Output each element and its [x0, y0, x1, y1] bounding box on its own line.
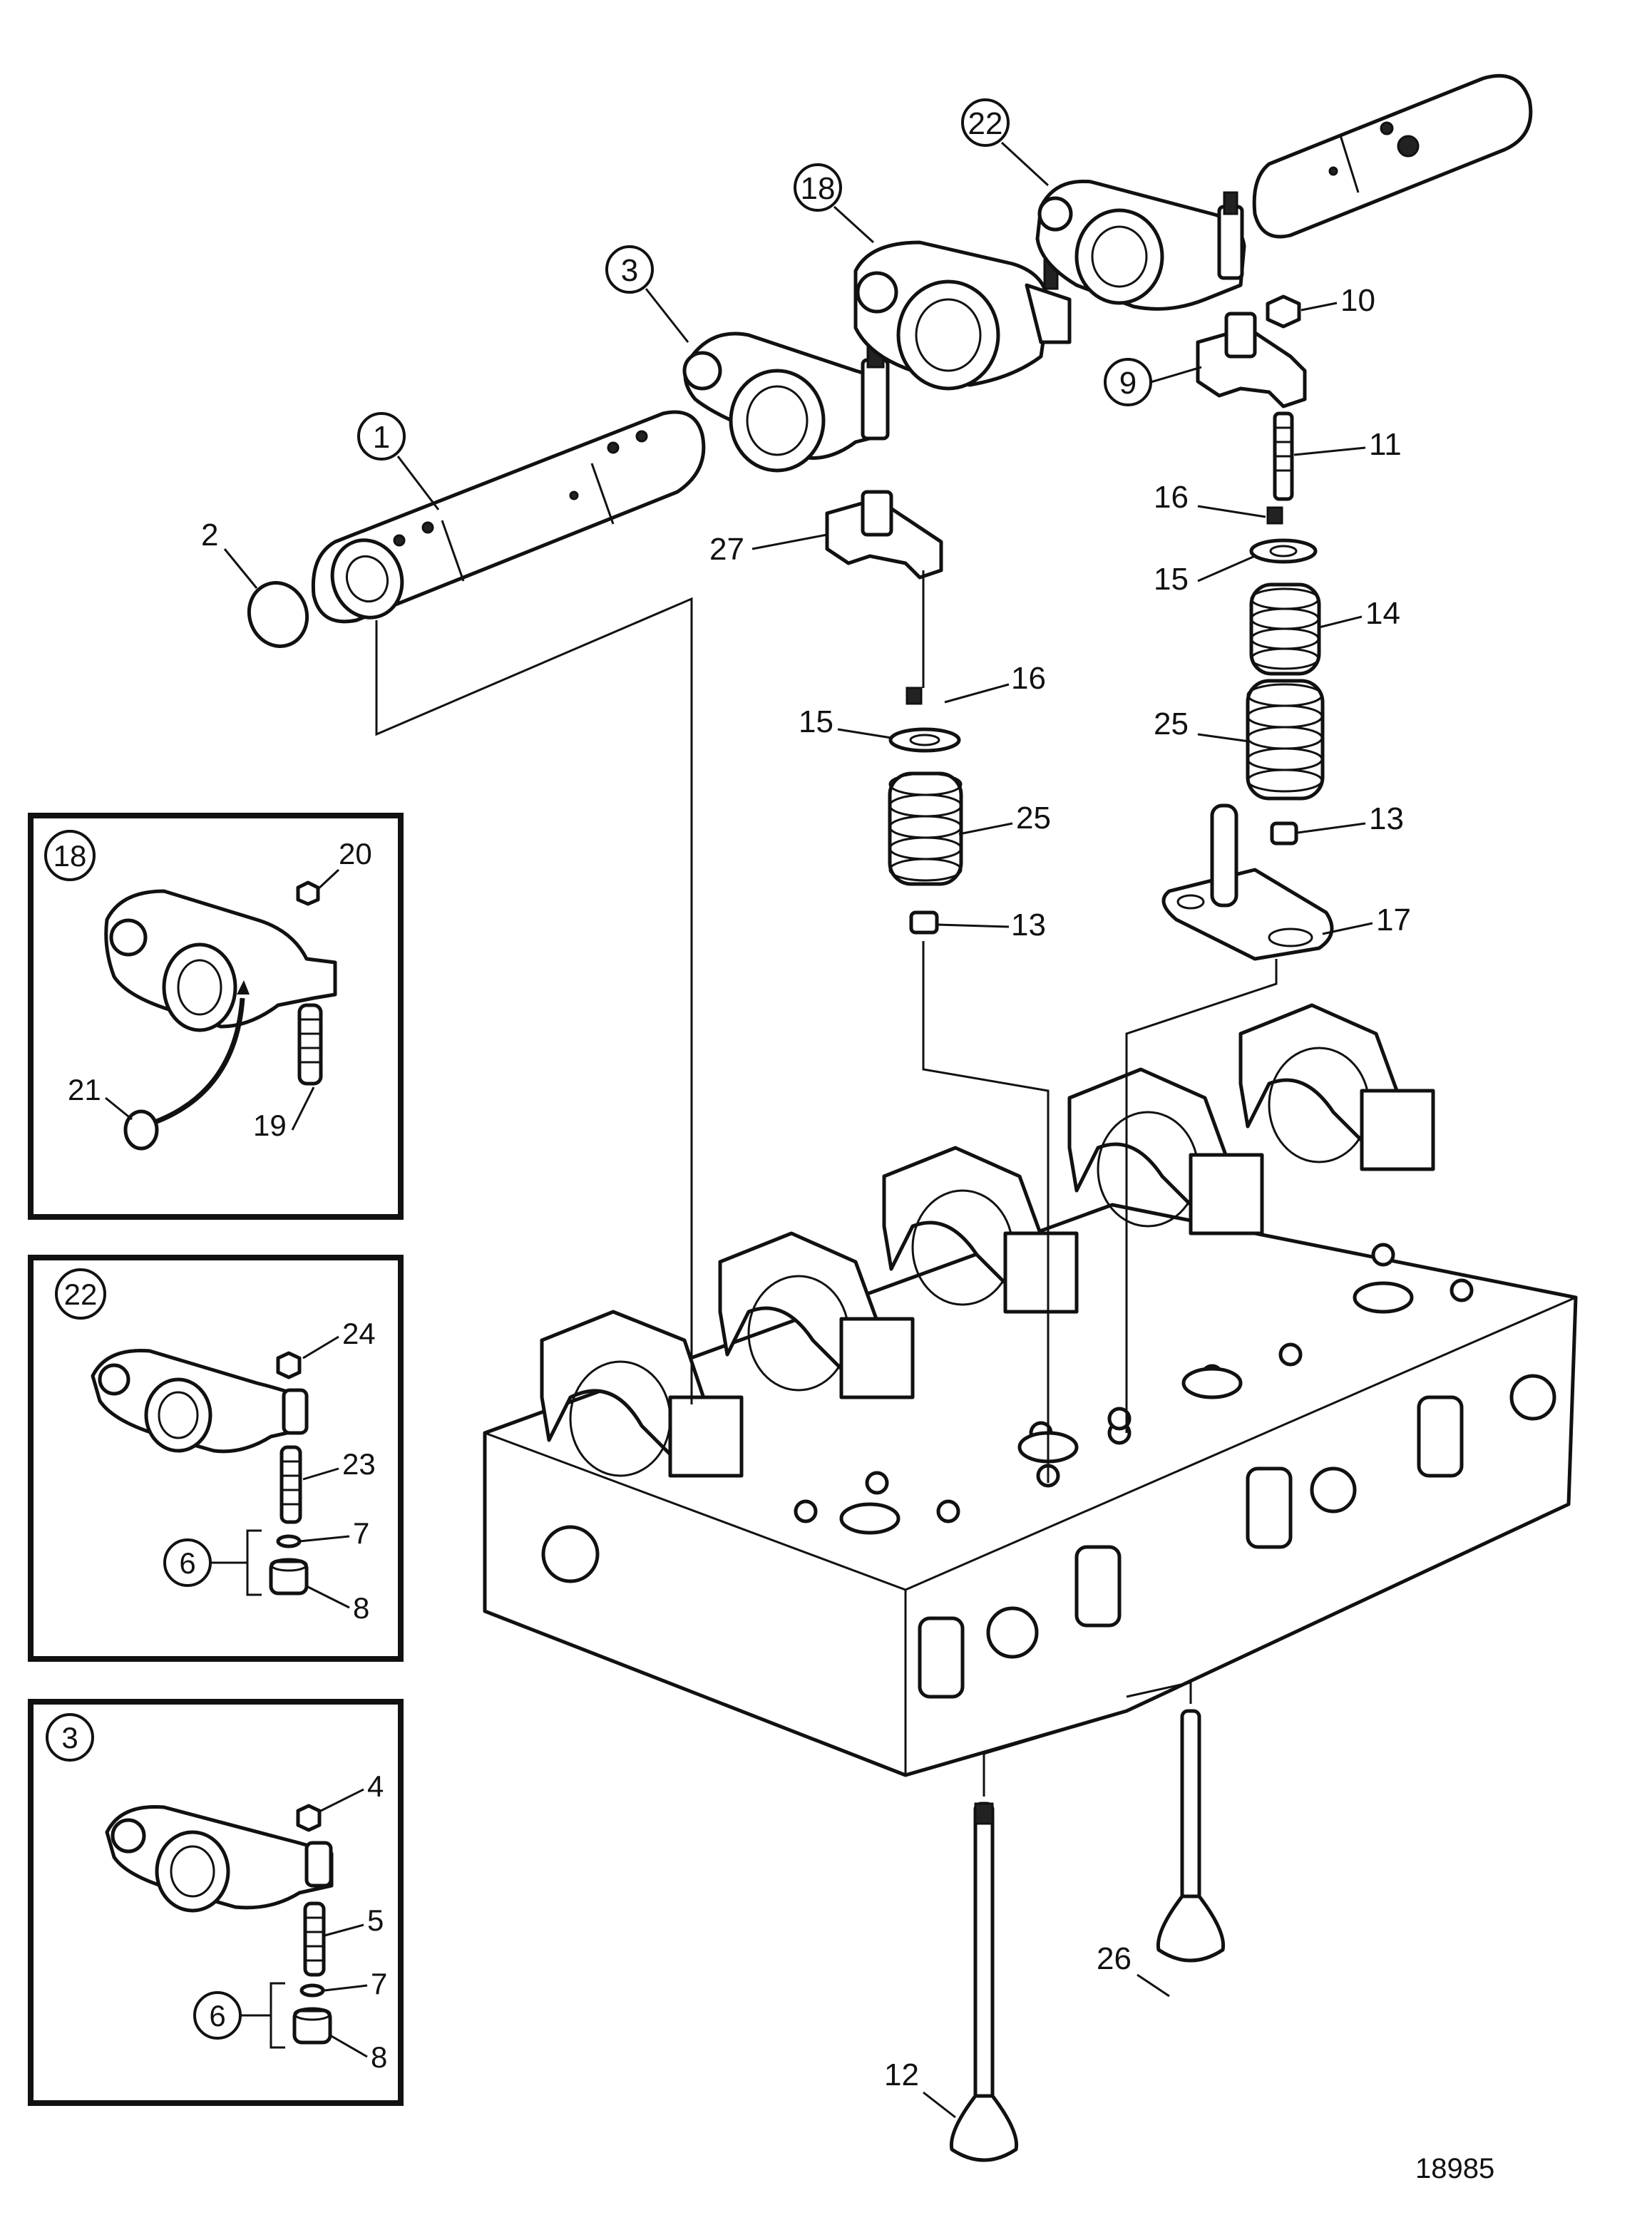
rocker-arm-part-18	[853, 240, 1072, 391]
inset-panel-22: 22 24 23 6 7 8	[28, 1255, 404, 1662]
inset-18-title-circle	[44, 830, 96, 881]
inset-22-label-24: 24	[342, 1317, 376, 1350]
inset-panel-3: 3 4 5 6 7 8	[28, 1699, 404, 2106]
adjusting-screw-part-23	[279, 1445, 302, 1524]
inset-3-label-8: 8	[371, 2040, 387, 2074]
inset-22-label-6: 6	[179, 1546, 195, 1580]
plug-part-2	[247, 581, 309, 648]
bearing-cap-1	[540, 1310, 744, 1478]
callout-25-right: 25	[1154, 706, 1189, 741]
valve-spring-stack-left	[888, 687, 963, 935]
callout-18: 18	[801, 171, 836, 206]
bearing-cap-2	[718, 1231, 915, 1399]
callout-26: 26	[1097, 1941, 1132, 1976]
rocker-shaft-part-1	[311, 410, 706, 624]
adjusting-screw-part-5	[303, 1901, 326, 1977]
callout-25-left: 25	[1016, 801, 1051, 836]
callout-15-right: 15	[1154, 562, 1189, 597]
bearing-cap-5	[1238, 1003, 1435, 1171]
inset-3-label-6: 6	[209, 1999, 225, 2033]
callouts: 22 18 3 1 9 10 11 16 15 14 25 13 17 27	[201, 98, 1411, 2119]
callout-1: 1	[373, 420, 390, 455]
callout-16-right: 16	[1154, 480, 1189, 515]
inset-22-title: 22	[64, 1278, 98, 1311]
callout-2: 2	[201, 518, 218, 553]
inset-22-label-8: 8	[353, 1591, 369, 1625]
valve-spring-part-14	[1249, 582, 1321, 676]
callout-10: 10	[1340, 283, 1375, 318]
inset-3-label-5: 5	[367, 1903, 384, 1937]
callout-13-right: 13	[1369, 801, 1404, 836]
inset-18-label-21: 21	[68, 1073, 101, 1106]
valve-rotator-plate-part-17	[1161, 803, 1334, 961]
callout-circle-18	[794, 163, 842, 212]
rocker-arm-part-3	[682, 332, 890, 473]
inset-22-title-circle	[55, 1268, 106, 1320]
callout-27: 27	[709, 532, 744, 567]
inset-3-title-circle	[46, 1713, 94, 1762]
callout-13-left: 13	[1011, 908, 1046, 942]
inset-18-label-20: 20	[339, 837, 372, 870]
callout-14: 14	[1365, 596, 1400, 631]
callout-circle-3	[605, 245, 654, 294]
cylinder-head	[483, 1003, 1578, 1777]
callout-circle-22	[961, 98, 1010, 147]
callout-17: 17	[1376, 903, 1411, 937]
valve-spring-part-25-left	[888, 771, 963, 886]
rocker-arm-part-22	[1035, 179, 1246, 311]
callout-11: 11	[1369, 427, 1402, 462]
inset-3-label-4: 4	[367, 1769, 384, 1803]
assembly-guide-lines	[375, 570, 1278, 1797]
inset-22-label-7: 7	[353, 1516, 369, 1550]
nut-part-10	[1266, 294, 1301, 329]
valve-part-12	[949, 1802, 1019, 2162]
callout-22: 22	[968, 106, 1003, 141]
callout-3: 3	[621, 253, 638, 288]
callout-12: 12	[884, 2057, 919, 2092]
bearing-cap-3	[882, 1146, 1079, 1314]
adjusting-screw-part-19	[297, 1003, 323, 1086]
inset-panel-18: 18 20 21 19	[28, 813, 404, 1220]
rocker-shaft-end	[1252, 73, 1533, 239]
valve-part-26	[1156, 1709, 1226, 1963]
valve-bridge-part-9	[1196, 312, 1307, 408]
inset-22-label-23: 23	[342, 1447, 376, 1481]
callout-15-left: 15	[799, 704, 833, 739]
callout-circle-1	[357, 412, 406, 461]
callout-9: 9	[1119, 366, 1137, 401]
valve-bridge-part-27	[825, 490, 943, 580]
valve-spring-stack-right	[1161, 411, 1334, 961]
inset-18-title: 18	[53, 839, 87, 873]
plug-part-21	[123, 1109, 159, 1151]
bearing-cap-4	[1067, 1067, 1264, 1235]
valve-spring-part-25-right	[1246, 679, 1325, 801]
inset-18-label-19: 19	[253, 1109, 287, 1142]
inset-3-title: 3	[61, 1721, 78, 1754]
figure-number: 18985	[1415, 2153, 1494, 2184]
callout-16-left: 16	[1011, 661, 1046, 696]
inset-3-label-7: 7	[371, 1967, 387, 2000]
